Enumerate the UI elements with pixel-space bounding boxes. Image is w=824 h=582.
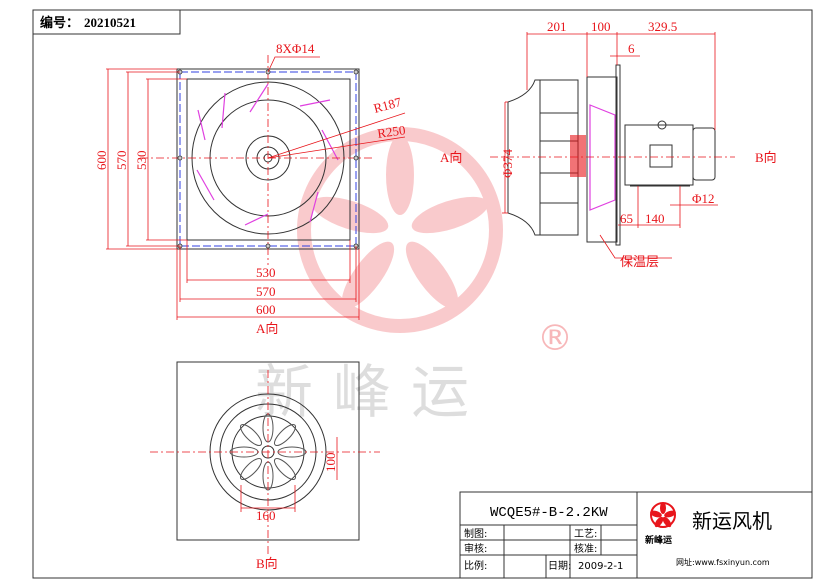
radius-250: R250 xyxy=(376,122,406,141)
view-a-label: A向 xyxy=(256,321,278,336)
review-label: 审核: xyxy=(464,542,487,555)
dim-530-vertical: 530 xyxy=(134,151,149,171)
dim-600: 600 xyxy=(256,302,276,317)
view-b-label: B向 xyxy=(256,556,278,571)
model-number: WCQE5#-B-2.2KW xyxy=(490,505,608,521)
watermark-text: 新峰运 xyxy=(255,358,489,426)
draw-label: 制图: xyxy=(464,527,487,540)
scale-label: 比例: xyxy=(464,559,487,572)
drawing-frame xyxy=(32,9,813,579)
dim-140: 140 xyxy=(645,211,665,226)
serial-value: 20210521 xyxy=(84,15,136,30)
insulation-label: 保温层 xyxy=(620,254,659,269)
title-block xyxy=(459,491,813,579)
serial-box xyxy=(32,9,181,35)
dia-374: Φ374 xyxy=(500,148,515,178)
company-name: 新运风机 xyxy=(692,509,772,533)
a-direction-label: A向 xyxy=(440,150,462,165)
dia-12: Φ12 xyxy=(692,191,715,206)
dim-570-vertical: 570 xyxy=(114,151,129,171)
dim-201: 201 xyxy=(547,19,567,34)
radius-187: R187 xyxy=(372,94,404,116)
registered-mark: ® xyxy=(537,318,573,359)
dim-100-bottom: 100 xyxy=(323,453,338,473)
date-value: 2009-2-1 xyxy=(578,561,623,572)
dim-600-vertical: 600 xyxy=(94,151,109,171)
date-label: 日期: xyxy=(548,560,571,572)
company-logo-icon xyxy=(650,502,676,528)
dim-100: 100 xyxy=(591,19,611,34)
dim-6: 6 xyxy=(628,41,635,56)
dim-530: 530 xyxy=(256,265,276,280)
approve-label: 核准: xyxy=(574,542,597,555)
dim-160: 160 xyxy=(256,508,276,523)
dim-570: 570 xyxy=(256,284,276,299)
logo-text: 新峰运 xyxy=(645,534,673,546)
dim-65: 65 xyxy=(620,211,633,226)
bottom-view xyxy=(150,361,380,555)
side-view xyxy=(490,32,735,259)
craft-label: 工艺: xyxy=(574,528,597,540)
website: 网址:www.fsxinyun.com xyxy=(676,557,770,567)
serial-label: 编号： xyxy=(40,15,79,31)
b-direction-label: B向 xyxy=(755,150,777,165)
hole-note: 8XΦ14 xyxy=(276,41,315,56)
front-view xyxy=(106,55,406,320)
dim-329-5: 329.5 xyxy=(648,19,677,34)
watermark xyxy=(297,127,503,333)
